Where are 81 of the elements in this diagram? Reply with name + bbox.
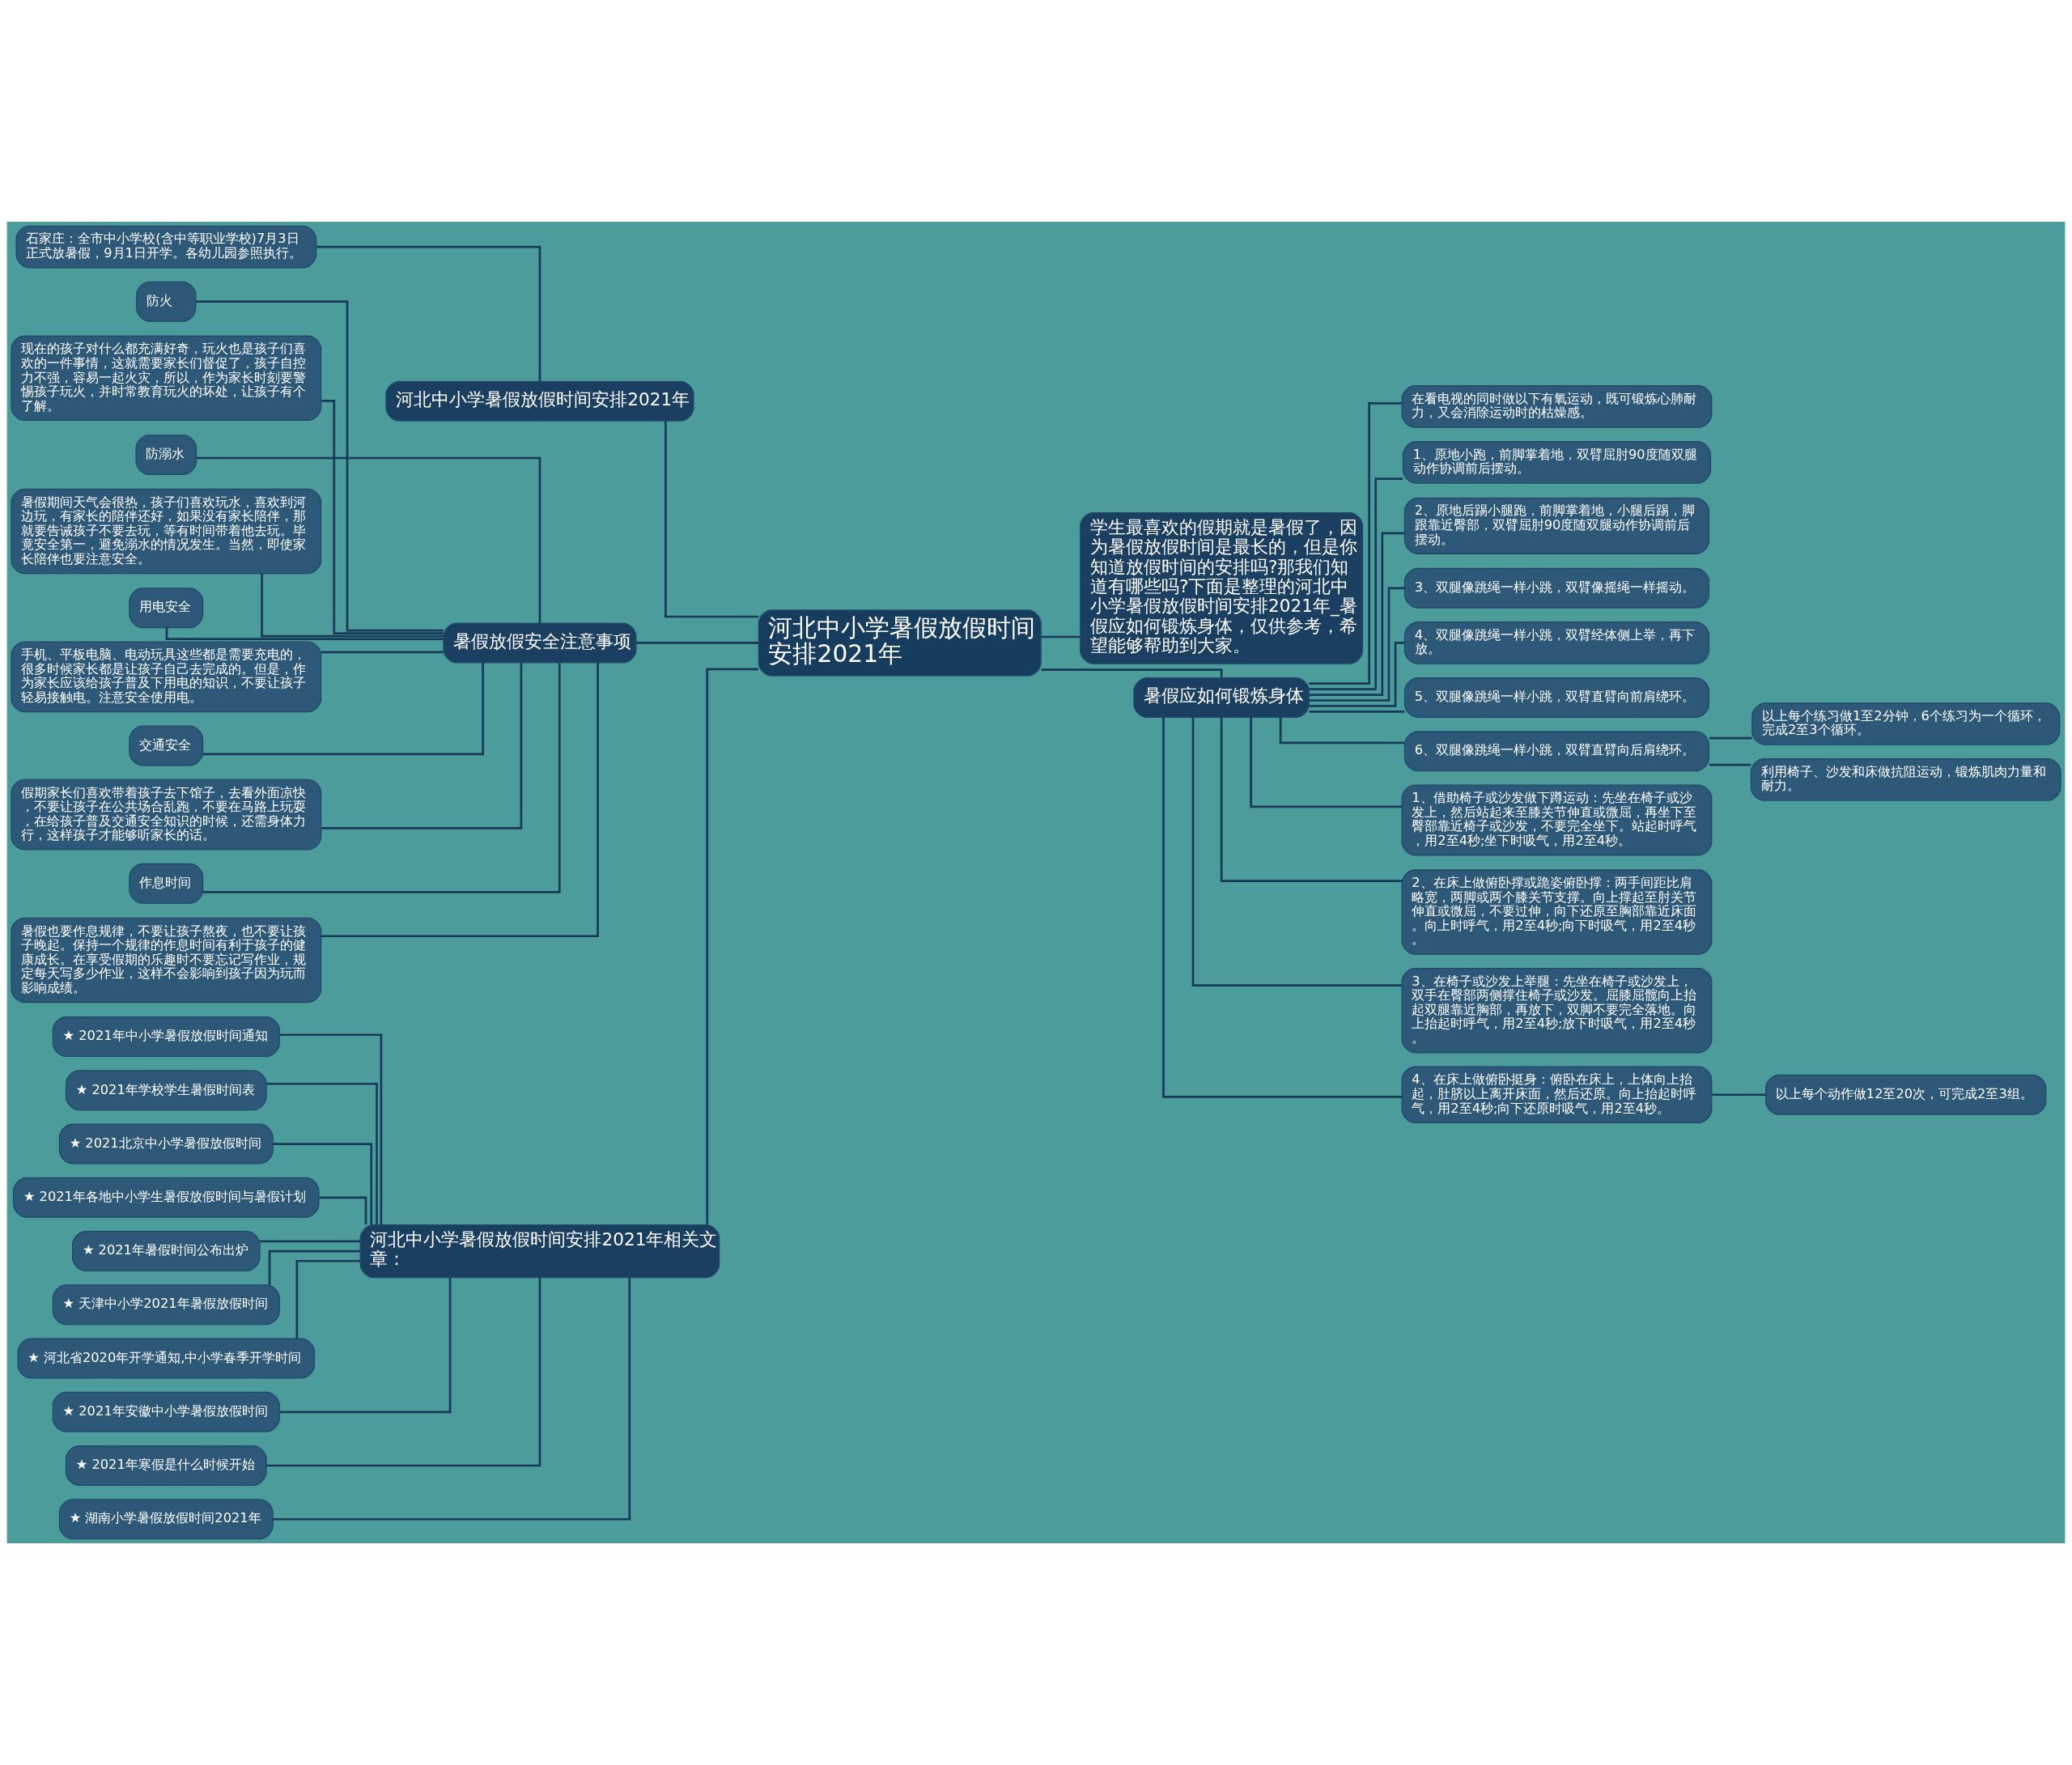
connector (266, 1277, 541, 1467)
node-box: 利用椅子、沙发和床做抗阻运动，锻炼肌肉力量和耐力。 (1750, 758, 2061, 801)
node-box: ★ 湖南小学暑假放假时间2021年 (58, 1499, 274, 1540)
node-box: 河北中小学暑假放假时间安排2021年 (758, 609, 1042, 677)
node-box: 5、双腿像跳绳一样小跳，双臂直臂向前肩绕环。 (1403, 677, 1710, 719)
connector (279, 1033, 383, 1225)
connector (1309, 587, 1405, 702)
node-box: 交通安全 (129, 725, 204, 766)
node-box: ★ 2021年学校学生暑假时间表 (65, 1070, 267, 1111)
node-box: 现在的孩子对什么都充满好奇，玩火也是孩子们喜欢的一件事情，这就需要家长们督促了，孩子自控力不强，容易一起火灾，所以，作为家长时刻要警惕孩子玩火，并时常教育玩火的坏处，让孩子有个了解。 (11, 335, 322, 422)
connector (706, 668, 758, 1225)
node-box: 作息时间 (129, 863, 204, 904)
connector (1220, 717, 1403, 883)
node-box: ★ 2021年暑假时间公布出炉 (72, 1231, 261, 1272)
connector (1309, 402, 1402, 685)
connector (1191, 717, 1402, 986)
node-box: 1、借助椅子或沙发做下蹲运动：先坐在椅子或沙发上，然后站起来至膝关节伸直或微屈，再坐下至臀部靠近椅子或沙发，不要完全坐下。站起时呼气，用2至4秒;坐下时吸气，用2至4秒。 (1401, 784, 1713, 856)
connector (1309, 477, 1403, 690)
connector (1709, 736, 1752, 740)
node-box: 1、原地小跑，前脚掌着地，双臂屈肘90度随双腿动作协调前后摆动。 (1402, 441, 1712, 484)
connector (196, 456, 541, 623)
connector (260, 1240, 361, 1243)
connector (1041, 635, 1081, 639)
connector (636, 642, 758, 644)
connector (273, 1143, 373, 1225)
node-box: 6、双腿像跳绳一样小跳，双臂直臂向后肩绕环。 (1403, 731, 1710, 772)
connector (1309, 532, 1405, 696)
node-box: 以上每个动作做12至20次，可完成2至3组。 (1765, 1074, 2047, 1115)
connector (165, 627, 444, 640)
node-box: 防溺水 (135, 434, 197, 475)
node-box: 4、在床上做俯卧挺身：俯卧在床上，上体向上抬起，肚脐以上离开床面，然后还原。向上抬起时呼气，用2至4秒;向下还原时吸气，用2至4秒。 (1401, 1066, 1713, 1123)
connector (1309, 711, 1405, 713)
node-box: 手机、平板电脑、电动玩具这些都是需要充电的，很多时候家长都是让孩子自己去完成的。但是，作为家长应该给孩子普及下用电的知识，不要让孩子轻易接触电。注意安全使用电。 (11, 641, 322, 713)
connector (196, 300, 444, 632)
node-box: ★ 2021年寒假是什么时候开始 (65, 1445, 267, 1487)
connector (321, 651, 444, 654)
node-box: 3、在椅子或沙发上举腿：先坐在椅子或沙发上，双手在臀部两侧撑住椅子或沙发。屈膝屈髋向上抬起双腿靠近胸部，再放下，双脚不要完全落地。向上抬起时呼气，用2至4秒;放下时吸气，用2至4秒。 (1401, 967, 1713, 1054)
connector (664, 421, 759, 618)
node-box: 4、双腿像跳绳一样小跳，双臂经体侧上举，再下放。 (1403, 622, 1710, 664)
connector (279, 1277, 452, 1414)
node-box: 2、在床上做俯卧撑或跪姿俯卧撑：两手间距比肩略宽，两脚或两个膝关节支撑。向上撑起至肘关节伸直或微屈，不要过伸，向下还原至胸部靠近床面。向上时呼气，用2至4秒;向下时吸气，用2至4秒。 (1401, 869, 1713, 955)
connector (268, 1250, 361, 1285)
node-box: 假期家长们喜欢带着孩子去下馆子，去看外面凉快，不要让孩子在公共场合乱跑，不要在马路上玩耍，在给孩子普及交通安全知识的时候，还需身体力行，这样孩子才能够听家长的话。 (11, 779, 322, 851)
node-box: ★ 2021北京中小学暑假放假时间 (58, 1123, 274, 1165)
connector (321, 400, 444, 634)
node-box: 暑假放假安全注意事项 (443, 622, 637, 664)
connector (1279, 717, 1405, 745)
connector (1162, 717, 1403, 1098)
node-box: 学生最喜欢的假期就是暑假了，因为暑假放假时间是最长的，但是你知道放假时间的安排吗?那我们知道有哪些吗?下面是整理的河北中小学暑假放假时间安排2021年_暑假应如何锻炼身体，仅供参考，希望能够帮助到大家。 (1080, 511, 1364, 664)
node-box: ★ 河北省2020年开学通知,中小学春季开学时间 (17, 1338, 316, 1379)
connector (202, 663, 484, 756)
connector (295, 1259, 360, 1339)
node-box: ★ 2021年中小学暑假放假时间通知 (52, 1016, 280, 1058)
connector (319, 1196, 367, 1225)
connector (1041, 668, 1223, 678)
connector (1712, 1093, 1766, 1097)
node-box: 2、原地后踢小腿跑，前脚掌着地，小腿后踢，脚跟靠近臀部，双臂屈肘90度随双腿动作协调前后摆动。 (1403, 497, 1710, 554)
node-box: 防火 (136, 281, 197, 322)
connector (203, 663, 561, 893)
connector (273, 1278, 631, 1521)
node-box: ★ 天津中小学2021年暑假放假时间 (52, 1284, 280, 1326)
connector (316, 245, 541, 382)
connector (266, 1082, 378, 1225)
node-box: 石家庄：全市中小学校(含中等职业学校)7月3日正式放暑假，9月1日开学。各幼儿园参照执行。 (15, 225, 317, 269)
connector (261, 573, 444, 638)
node-box: 暑假也要作息规律，不要让孩子熬夜，也不要让孩子晚起。保持一个规律的作息时间有利于孩子的健康成长。在享受假期的乐趣时不要忘记写作业，规定每天写多少作业，这样不会影响到孩子因为玩而影响成绩。 (11, 917, 322, 1003)
node-box: ★ 2021年各地中小学生暑假放假时间与暑假计划 (13, 1177, 320, 1218)
connector (1309, 642, 1405, 707)
node-box: 暑假应如何锻炼身体 (1133, 677, 1310, 719)
connector (1250, 717, 1402, 808)
node-box: 在看电视的同时做以下有氧运动，既可锻炼心肺耐力，又会消除运动时的枯燥感。 (1401, 385, 1713, 428)
connector (321, 662, 599, 938)
node-box: 3、双腿像跳绳一样小跳，双臂像摇绳一样摇动。 (1403, 567, 1710, 609)
connector (1709, 763, 1751, 766)
node-box: 用电安全 (129, 588, 204, 629)
connector (321, 662, 523, 829)
node-box: ★ 2021年安徽中小学暑假放假时间 (52, 1391, 280, 1432)
node-box: 暑假期间天气会很热，孩子们喜欢玩水，喜欢到河边玩，有家长的陪伴还好，如果没有家长陪伴，那就要告诫孩子不要去玩，等有时间带着他去玩。毕竟安全第一，避免溺水的情况发生。当然，即使家长陪伴也要注意安全。 (11, 488, 322, 575)
node-box: 以上每个练习做1至2分钟，6个练习为一个循环，完成2至3个循环。 (1751, 702, 2061, 745)
node-box: 河北中小学暑假放假时间安排2021年相关文章： (359, 1224, 720, 1279)
node-box: 河北中小学暑假放假时间安排2021年 (385, 380, 694, 422)
